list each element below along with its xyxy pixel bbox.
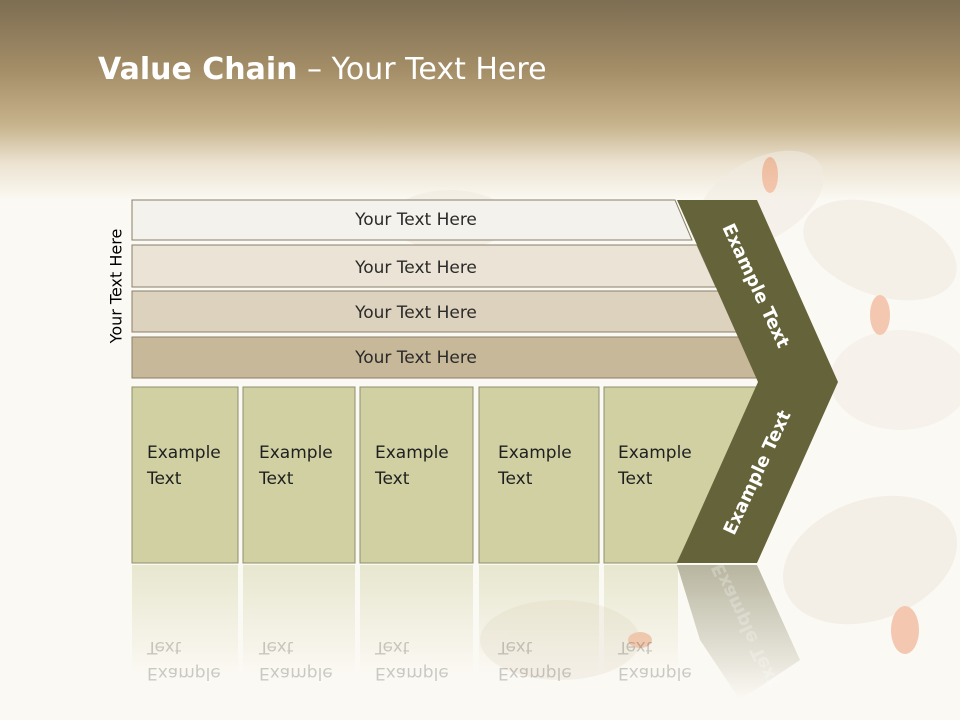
box-text-line: Example <box>147 663 221 683</box>
box-text-reflection: Example Text <box>618 634 692 686</box>
flower-stamen <box>891 606 919 654</box>
flower-stamen <box>762 157 778 193</box>
box-text-line: Text <box>618 469 653 489</box>
box-text-line: Text <box>618 637 653 657</box>
box-text-line: Text <box>375 637 410 657</box>
box-text-line: Example <box>375 663 449 683</box>
box-reflection <box>604 565 678 675</box>
box-text-line: Text <box>498 637 533 657</box>
flower-petal <box>782 495 958 625</box>
box-reflection <box>360 565 473 675</box>
box-text-reflection: Example Text <box>498 634 572 686</box>
box-text-line: Example <box>498 663 572 683</box>
row-label-4: Your Text Here <box>354 348 477 368</box>
box-text-line: Example <box>375 443 449 463</box>
box-text-line: Example <box>618 663 692 683</box>
activity-box-3 <box>359 386 474 564</box>
activity-box-2 <box>242 386 356 564</box>
box-text-line: Example <box>147 443 221 463</box>
box-reflection <box>479 565 599 675</box>
chevron-reflection <box>677 565 800 700</box>
box-text-line: Text <box>498 469 533 489</box>
box-text-line: Example <box>259 663 333 683</box>
flower-petal <box>803 199 957 301</box>
flower-stamen <box>870 295 890 335</box>
box-reflection <box>132 565 238 675</box>
activity-box-4 <box>478 386 600 564</box>
box-text-reflection: Example Text <box>259 634 333 686</box>
box-text-line: Example <box>498 443 572 463</box>
box-text-line: Text <box>375 469 410 489</box>
flower-petal <box>830 330 960 430</box>
row-label-2: Your Text Here <box>354 258 477 278</box>
box-text-line: Example <box>259 443 333 463</box>
box-text-reflection: Example Text <box>147 634 221 686</box>
box-text-line: Text <box>147 469 182 489</box>
row-label-1: Your Text Here <box>354 210 477 230</box>
chevron-arrow <box>677 200 838 563</box>
row-label-3: Your Text Here <box>354 303 477 323</box>
page-title: Value Chain – Your Text Here <box>98 52 547 87</box>
title-rest: – Your Text Here <box>297 52 547 87</box>
box-text-line: Text <box>147 637 182 657</box>
box-text-line: Text <box>259 469 294 489</box>
box-reflection <box>243 565 355 675</box>
activity-box-1 <box>131 386 239 564</box>
box-text-reflection: Example Text <box>375 634 449 686</box>
box-text-line: Example <box>618 443 692 463</box>
row-bar-1 <box>131 199 693 241</box>
title-bold: Value Chain <box>98 52 298 87</box>
box-text-line: Text <box>259 637 294 657</box>
